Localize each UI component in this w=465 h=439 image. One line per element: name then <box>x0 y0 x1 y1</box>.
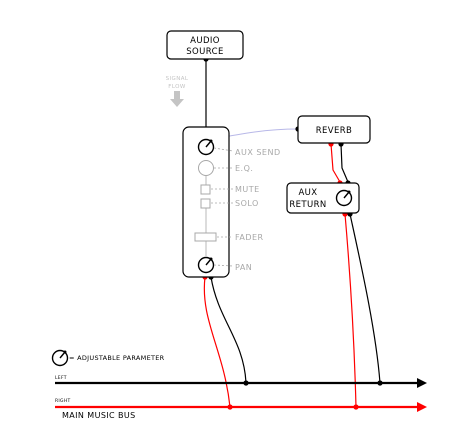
reverb-return-left-wire <box>340 143 349 183</box>
pan-label: PAN <box>235 263 252 272</box>
signal-flow-arrow-icon <box>170 91 184 107</box>
signal-flow-label-line2: FLOW <box>168 84 186 90</box>
pan-left-to-bus-wire <box>210 276 247 384</box>
legend-text: = ADJUSTABLE PARAMETER <box>69 354 165 362</box>
audio-source-box[interactable]: AUDIO SOURCE <box>166 30 244 60</box>
audio-source-label-line1: AUDIO <box>190 36 220 46</box>
pan-knob-dot <box>209 257 213 261</box>
signal-flow-indicator: SIGNAL FLOW <box>166 76 189 107</box>
bus-left-label: LEFT <box>55 375 67 381</box>
pan-right-to-bus-wire <box>203 276 231 408</box>
legend-knob-icon <box>51 349 69 367</box>
pan-knob[interactable] <box>197 256 215 274</box>
aux-return-knob[interactable] <box>335 189 353 207</box>
mute-label: MUTE <box>235 185 260 194</box>
audio-source-label-line2: SOURCE <box>186 47 224 57</box>
bus-right-label: RIGHT <box>55 398 71 404</box>
aux-send-label: AUX SEND <box>235 148 281 157</box>
aux-send-knob[interactable] <box>197 138 215 156</box>
eq-control[interactable] <box>198 160 214 176</box>
bus-left-arrow-icon <box>417 378 427 388</box>
fader-label: FADER <box>235 233 264 242</box>
bus-left-junction-aux <box>377 380 383 386</box>
aux-return-right-to-bus-wire <box>344 213 357 408</box>
mute-button[interactable] <box>200 184 211 195</box>
aux-return-label-line2: RETURN <box>289 200 326 210</box>
bus-right-junction-aux <box>353 404 359 410</box>
bus-right-junction-pan <box>227 404 233 410</box>
reverb-label: REVERB <box>316 126 353 136</box>
aux-return-label-line1: AUX <box>298 188 317 198</box>
main-music-bus: LEFT RIGHT MAIN MUSIC BUS <box>55 375 427 420</box>
solo-button[interactable] <box>200 198 211 209</box>
reverb-return-right-wire <box>330 143 341 183</box>
legend: = ADJUSTABLE PARAMETER <box>51 349 165 367</box>
channel-strip: AUX SEND E.Q. MUTE SOLO FADER PAN <box>182 126 281 278</box>
aux-send-leader <box>213 147 234 152</box>
bus-right-arrow-icon <box>417 402 427 412</box>
aux-return-knob-dot <box>347 190 351 194</box>
solo-label: SOLO <box>235 199 259 208</box>
aux-return-left-to-bus-wire <box>349 213 381 384</box>
bus-title: MAIN MUSIC BUS <box>62 411 136 420</box>
fader-control[interactable] <box>194 232 217 242</box>
signal-flow-label-line1: SIGNAL <box>166 76 189 82</box>
eq-label: E.Q. <box>235 164 253 173</box>
reverb-box[interactable]: REVERB <box>297 115 371 144</box>
aux-send-knob-dot <box>209 139 213 143</box>
pan-leader <box>213 264 234 267</box>
bus-left-junction-pan <box>243 380 249 386</box>
